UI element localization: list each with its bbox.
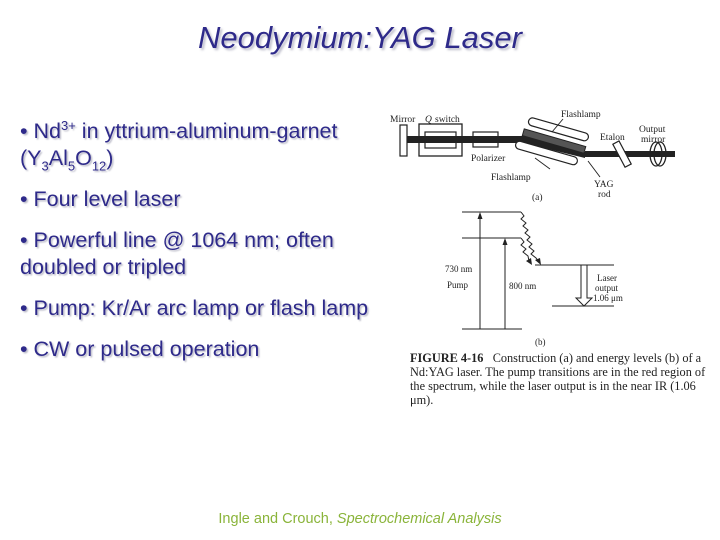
- label-yag-rod: YAG: [594, 180, 614, 190]
- label-panel-a: (a): [532, 192, 543, 203]
- bullet-marker: •: [20, 337, 28, 361]
- bullet-marker: •: [20, 119, 28, 143]
- slide-title: Neodymium:YAG Laser: [198, 20, 522, 55]
- mirror-icon: [399, 124, 408, 157]
- label-q-switch: switch: [435, 115, 460, 125]
- etalon-icon: [612, 140, 633, 169]
- construction-diagram: Mirror Q switch Polarizer Flashlamp Flas…: [390, 110, 675, 203]
- caption-text: Construction (a) and energy levels (b) o…: [410, 351, 706, 407]
- q-switch-icon: [418, 123, 463, 157]
- flashlamp-top-icon: [527, 117, 590, 142]
- svg-text:Q: Q: [425, 115, 432, 125]
- svg-text:mirror: mirror: [641, 135, 666, 145]
- label-panel-b: (b): [535, 337, 546, 347]
- label-polarizer: Polarizer: [471, 154, 506, 164]
- label-800nm: 800 nm: [509, 281, 536, 291]
- yag-rod-icon: [521, 128, 587, 154]
- bullet-marker: •: [20, 228, 28, 252]
- bullet-list: • Nd3+ in yttrium-aluminum-garnet (Y3Al5…: [20, 118, 385, 377]
- figure-caption: FIGURE 4-16 Construction (a) and energy …: [410, 351, 710, 407]
- citation-authors: Ingle and Crouch,: [218, 511, 337, 527]
- laser-output-arrow: [574, 265, 594, 307]
- citation-book: Spectrochemical Analysis: [336, 511, 502, 527]
- label-flashlamp-bottom: Flashlamp: [491, 173, 531, 183]
- citation-footer: Ingle and Crouch, Spectrochemical Analys…: [0, 511, 720, 527]
- laser-beam: [407, 136, 523, 143]
- label-laser-output: Laser: [597, 273, 617, 283]
- label-etalon: Etalon: [600, 133, 625, 143]
- bullet-cw-pulsed: • CW or pulsed operation: [20, 337, 260, 361]
- laser-diagram: Mirror Q switch Polarizer Flashlamp Flas…: [390, 110, 675, 347]
- bullet-four-level: • Four level laser: [20, 187, 181, 211]
- label-mirror: Mirror: [390, 115, 416, 125]
- bullet-powerful-line: • Powerful line @ 1064 nm; often doubled…: [20, 228, 334, 279]
- label-pump: Pump: [447, 280, 469, 290]
- output-mirror-icon: [649, 141, 663, 167]
- bullet-nd-yag: • Nd3+ in yttrium-aluminum-garnet (Y3Al5…: [20, 117, 338, 174]
- energy-level-diagram: [462, 211, 614, 330]
- svg-text:1.06 μm: 1.06 μm: [593, 293, 623, 303]
- svg-text:output: output: [595, 283, 619, 293]
- bullet-marker: •: [20, 296, 28, 320]
- label-730nm: 730 nm: [445, 264, 472, 274]
- laser-figure: Mirror Q switch Polarizer Flashlamp Flas…: [385, 105, 715, 415]
- bullet-marker: •: [20, 187, 28, 211]
- bullet-pump: • Pump: Kr/Ar arc lamp or flash lamp: [20, 296, 369, 320]
- figure-label: FIGURE 4-16: [410, 351, 484, 365]
- label-flashlamp-top: Flashlamp: [561, 110, 601, 120]
- svg-text:rod: rod: [598, 190, 611, 200]
- flashlamp-bottom-icon: [514, 140, 578, 166]
- polarizer-icon: [472, 131, 499, 148]
- relaxation-arrow-1: [520, 211, 540, 263]
- label-output-mirror: Output: [639, 125, 666, 135]
- relaxation-arrow-2: [520, 237, 530, 262]
